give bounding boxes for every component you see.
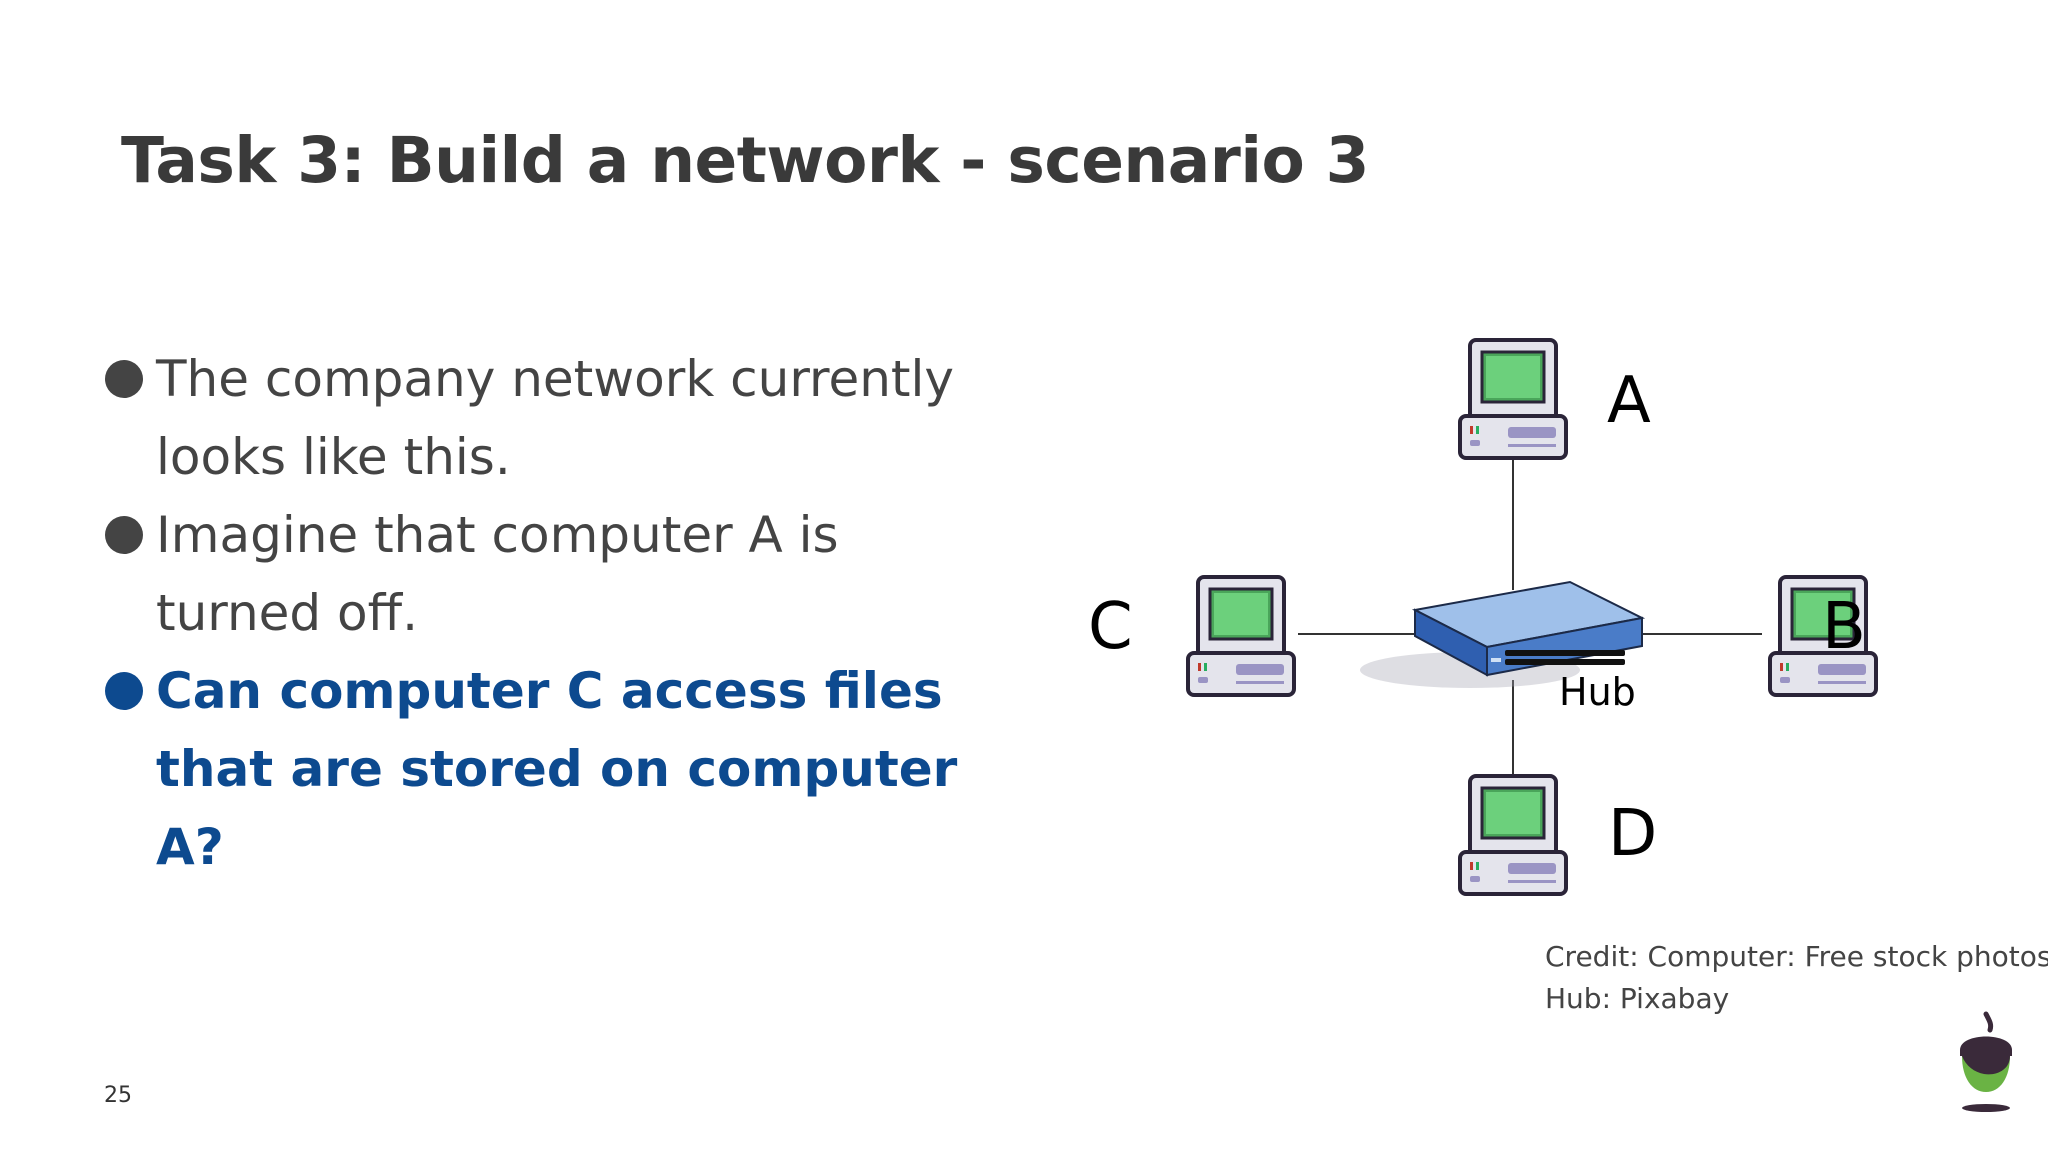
node-label-b: B: [1822, 590, 1866, 664]
network-diagram: A B C D Hub: [1050, 320, 1890, 920]
bullet-list: The company network currently looks like…: [105, 340, 1005, 886]
network-diagram-svg: [1186, 338, 1878, 896]
credit-line-2: Hub: Pixabay: [1545, 982, 1730, 1015]
bullet-item: Imagine that computer A is turned off.: [105, 496, 1005, 652]
credit-line-1: Credit: Computer: Free stock photos: [1545, 940, 2048, 973]
computer-icon-c: [1186, 575, 1296, 697]
acorn-logo-icon: [1960, 1011, 2012, 1112]
bullet-item-question: Can computer C access files that are sto…: [105, 652, 1005, 886]
bullet-dot: [105, 516, 143, 554]
network-hub-icon: [1411, 580, 1646, 677]
computer-icon-a: [1458, 338, 1568, 460]
bullet-text: Can computer C access files that are sto…: [156, 662, 958, 876]
bullet-dot: [105, 672, 143, 710]
bullet-item: The company network currently looks like…: [105, 340, 1005, 496]
node-label-c: C: [1088, 590, 1133, 664]
node-label-d: D: [1608, 797, 1658, 871]
computer-icon-d: [1458, 774, 1568, 896]
slide-title: Task 3: Build a network - scenario 3: [121, 124, 1370, 197]
bullet-text: The company network currently looks like…: [156, 350, 955, 486]
bullet-dot: [105, 360, 143, 398]
page-number: 25: [104, 1083, 132, 1108]
image-credit: Credit: Computer: Free stock photos Hub:…: [1545, 936, 2048, 1020]
bullet-text: Imagine that computer A is turned off.: [156, 506, 839, 642]
hub-label: Hub: [1559, 670, 1636, 714]
node-label-a: A: [1607, 364, 1651, 438]
